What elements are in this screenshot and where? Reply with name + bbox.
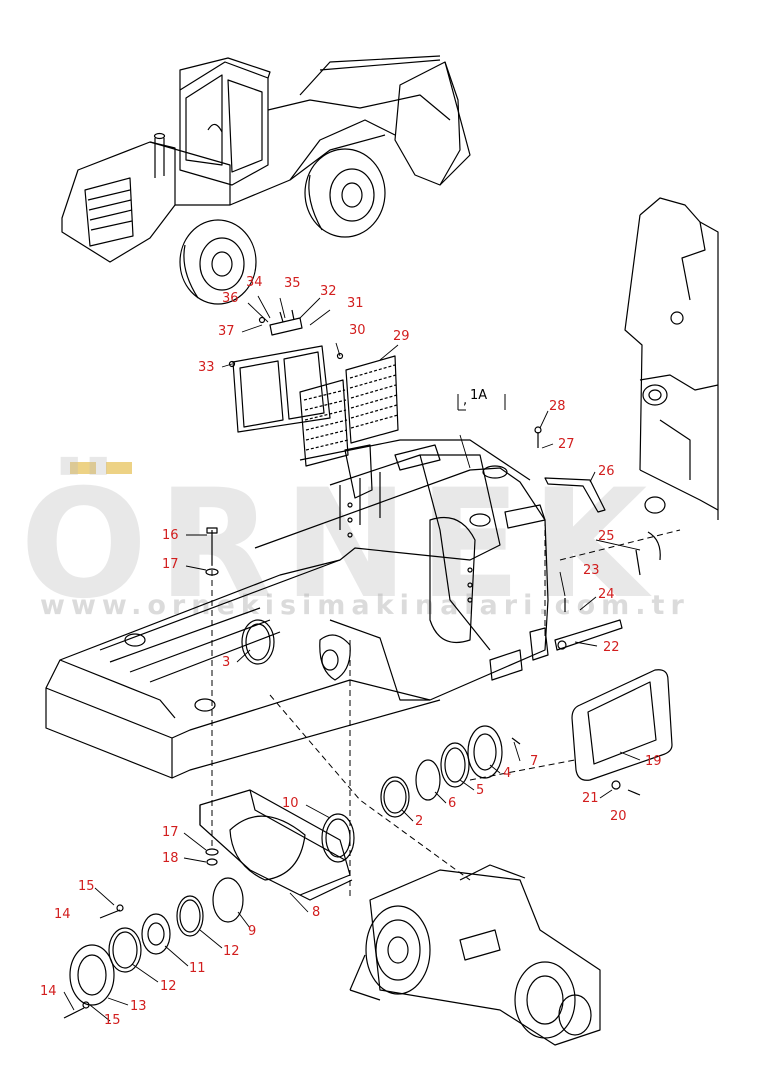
leader-lines (63, 295, 641, 1022)
assembly-lines (211, 520, 681, 900)
brackets-and-fasteners (63, 426, 661, 1019)
callout-14-upper: 14 (54, 907, 71, 922)
callout-12-lower: 12 (160, 979, 177, 994)
callout-35: 35 (284, 276, 301, 291)
callout-32: 32 (320, 284, 337, 299)
axle-cradle (199, 789, 353, 901)
group-label-1a: 1A (470, 388, 488, 403)
callout-9: 9 (248, 924, 257, 939)
group-1a-bracket (457, 394, 506, 411)
callout-8: 8 (312, 905, 321, 920)
callout-3: 3 (222, 655, 231, 670)
grille-guards (228, 309, 399, 467)
callout-25: 25 (598, 529, 615, 544)
axle-assembly (349, 864, 601, 1046)
callout-5: 5 (476, 783, 485, 798)
callout-11: 11 (189, 961, 206, 976)
watermark-url: www.ornekisimakinalari.com.tr (40, 590, 690, 621)
callout-10: 10 (282, 796, 299, 811)
callout-31: 31 (347, 296, 364, 311)
callout-7: 7 (530, 754, 539, 769)
watermark-text: ÖRNEK (20, 458, 658, 632)
callout-20: 20 (610, 809, 627, 824)
callout-24: 24 (598, 587, 615, 602)
callout-22: 22 (603, 640, 620, 655)
callout-26: 26 (598, 464, 615, 479)
callout-19: 19 (645, 754, 662, 769)
callout-17-lower: 17 (162, 825, 179, 840)
callout-6: 6 (448, 796, 457, 811)
callout-37: 37 (218, 324, 235, 339)
callout-34: 34 (246, 275, 263, 290)
callout-17-upper: 17 (162, 557, 179, 572)
callout-29: 29 (393, 329, 410, 344)
main-frame (45, 439, 549, 779)
callout-27: 27 (558, 437, 575, 452)
group-label-comma: , (463, 393, 468, 408)
callout-2: 2 (415, 814, 424, 829)
callout-23: 23 (583, 563, 600, 578)
callout-33: 33 (198, 360, 215, 375)
callout-18: 18 (162, 851, 179, 866)
wheel-loader-illustration (61, 55, 471, 305)
callout-12-upper: 12 (223, 944, 240, 959)
cover-plate (571, 669, 673, 781)
callout-15-upper: 15 (78, 879, 95, 894)
callout-30: 30 (349, 323, 366, 338)
bearing-rings (69, 619, 503, 1006)
rear-frame-partial-view (624, 197, 719, 520)
callout-16: 16 (162, 528, 179, 543)
callout-28: 28 (549, 399, 566, 414)
callout-4: 4 (503, 766, 512, 781)
callout-36: 36 (222, 291, 239, 306)
callout-13: 13 (130, 999, 147, 1014)
callout-14-lower: 14 (40, 984, 57, 999)
callout-15-lower: 15 (104, 1013, 121, 1028)
callout-21: 21 (582, 791, 599, 806)
